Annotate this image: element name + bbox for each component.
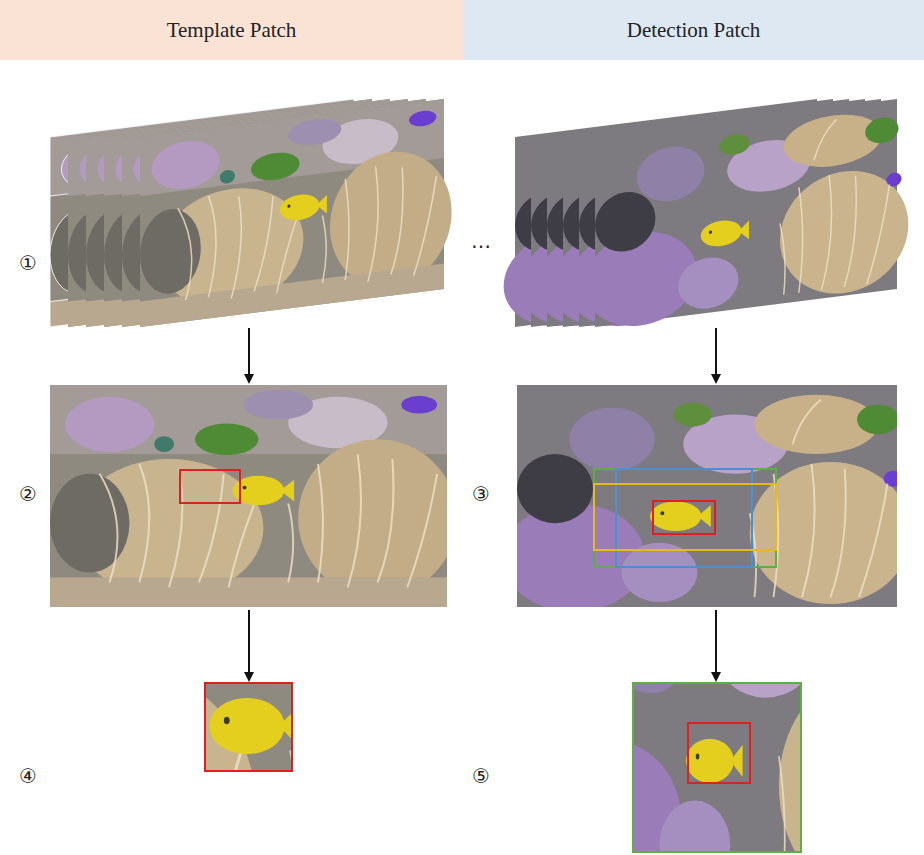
- callout-number: ③: [472, 483, 490, 505]
- crop-border: [633, 683, 801, 852]
- header-title: Template Patch: [167, 18, 297, 43]
- frame-stack: [50, 98, 452, 327]
- flow-arrow: [249, 328, 716, 680]
- callout-number: ②: [19, 483, 37, 505]
- header-title: Detection Patch: [627, 18, 761, 43]
- target-box: [180, 470, 240, 503]
- frame-stack: [504, 98, 909, 333]
- search-box: [594, 484, 776, 550]
- search-box: [594, 469, 776, 567]
- template-frame: [50, 385, 457, 607]
- detection-crop: [549, 565, 924, 855]
- header-band: Template Patch: [0, 0, 463, 60]
- callout-number: ⑤: [472, 765, 490, 787]
- header-band: Detection Patch: [463, 0, 924, 60]
- callout-number: ①: [19, 252, 37, 274]
- template-crop: [0, 526, 537, 855]
- detection-frame: [503, 385, 912, 612]
- target-box: [653, 501, 715, 534]
- crop-border: [205, 683, 292, 771]
- callout-number: …: [471, 230, 491, 252]
- callout-number: ④: [19, 765, 37, 787]
- target-box: [688, 723, 750, 783]
